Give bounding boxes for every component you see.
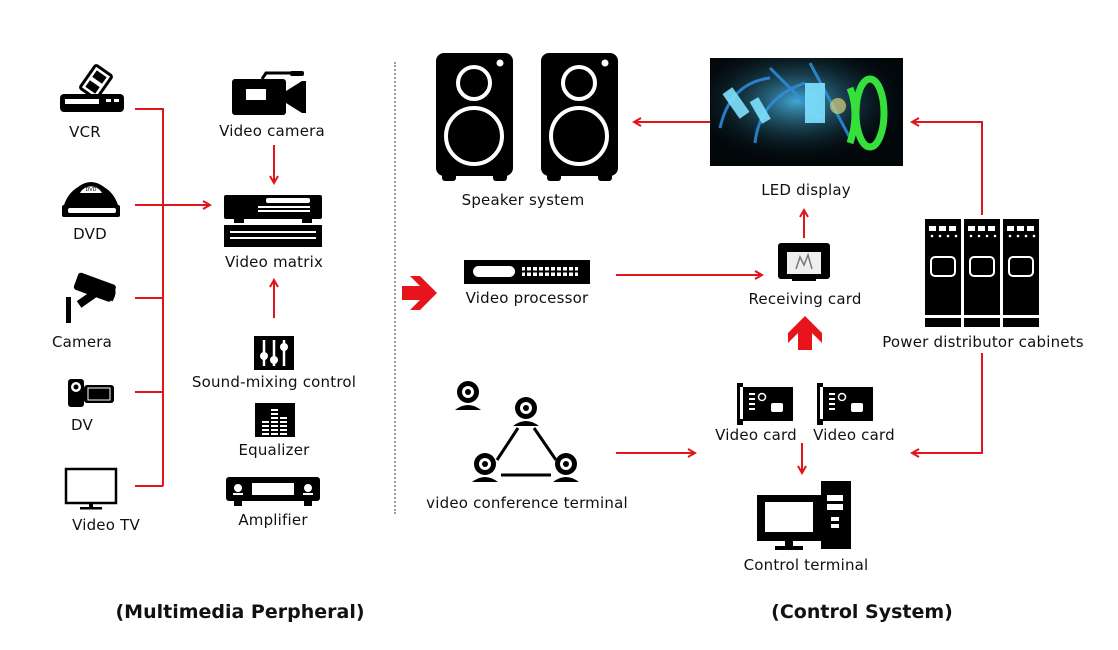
device-label-receiving-card: Receiving card (748, 290, 862, 308)
device-label-sound-mixing: Sound-mixing control (191, 373, 357, 391)
device-label-conference: video conference terminal (426, 494, 628, 512)
device-label-video-card-1: Video card (715, 426, 797, 444)
source-label-camera: Camera (51, 333, 113, 351)
tv-icon (64, 467, 118, 510)
device-label-video-camera: Video camera (219, 122, 325, 140)
device-label-amplifier: Amplifier (238, 511, 308, 529)
device-label-video-processor: Video processor (465, 289, 589, 307)
cctv-camera-icon (66, 272, 116, 323)
section-divider (394, 62, 396, 514)
conference-webcams-icon (455, 381, 579, 482)
big-arrow-right (402, 276, 437, 310)
desktop-computer-icon (757, 481, 851, 550)
section-title-multimedia: (Multimedia Perpheral) (115, 601, 365, 623)
video-card-icon (817, 383, 873, 425)
video-camera-icon (232, 71, 306, 115)
power-cabinet-icon (925, 218, 1040, 328)
device-label-video-matrix: Video matrix (224, 253, 324, 271)
big-arrow-up (788, 316, 822, 350)
device-label-video-card-2: Video card (813, 426, 895, 444)
mixer-sliders-icon (254, 336, 294, 370)
source-label-vcr: VCR (69, 123, 101, 141)
wire-vcr (135, 108, 164, 486)
dv-camcorder-icon (68, 379, 114, 407)
led-display-image (710, 58, 903, 166)
device-label-control-terminal: Control terminal (743, 556, 869, 574)
video-card-icon (737, 383, 793, 425)
device-label-speaker: Speaker system (461, 191, 585, 209)
wire-power-led (912, 122, 983, 215)
receiving-card-icon (778, 243, 830, 281)
device-label-power-cabinets: Power distributor cabinets (882, 333, 1084, 351)
equalizer-icon (255, 403, 295, 437)
device-label-led-display: LED display (761, 181, 851, 199)
amplifier-icon (226, 477, 320, 506)
source-label-dvd: DVD (73, 225, 107, 243)
wire-power-videocard (912, 353, 983, 453)
svg-text:DVD: DVD (85, 187, 96, 193)
source-label-tv: Video TV (72, 516, 140, 534)
speaker-icon (436, 53, 618, 181)
device-label-equalizer: Equalizer (238, 441, 310, 459)
section-title-control: (Control System) (771, 601, 953, 623)
source-label-dv: DV (71, 416, 93, 434)
video-matrix-icon (224, 195, 322, 247)
video-processor-icon (464, 260, 590, 284)
dvd-icon: DVD (62, 182, 120, 217)
vcr-icon (60, 64, 124, 112)
